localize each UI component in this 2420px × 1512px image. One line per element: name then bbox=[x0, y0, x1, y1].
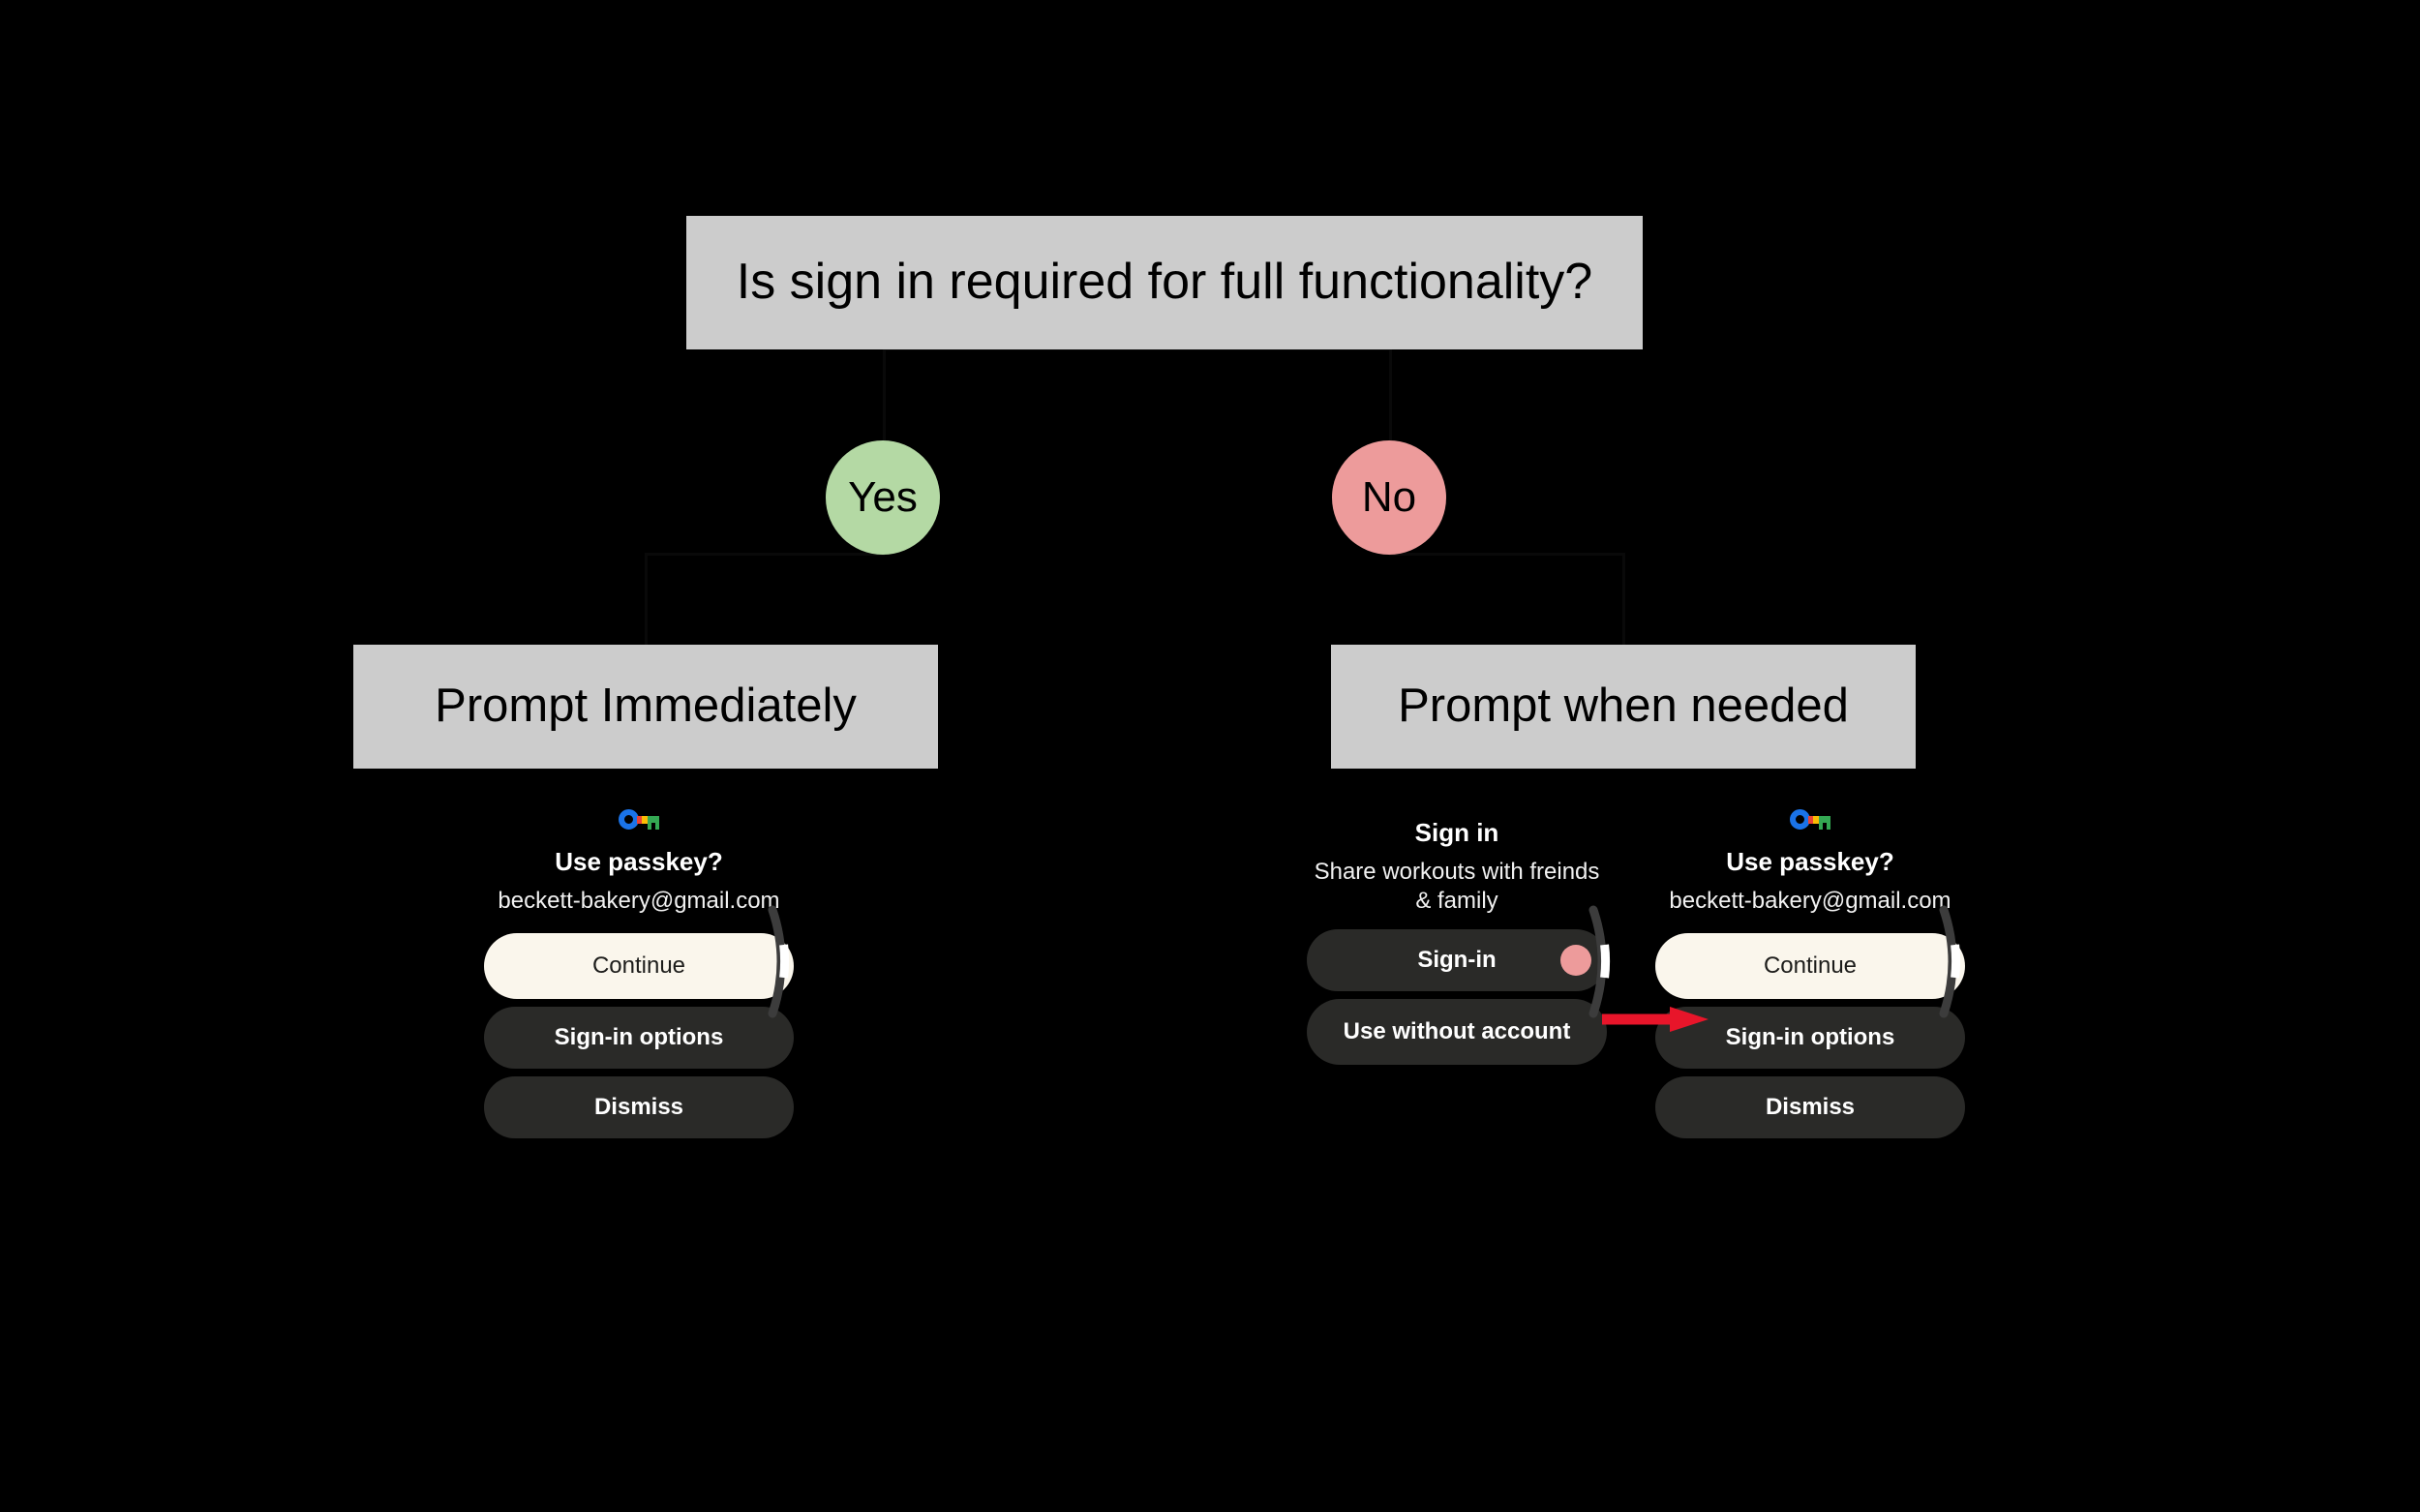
left-sign-in-options-button[interactable]: Sign-in options bbox=[484, 1006, 794, 1069]
middle-use-without-account-button[interactable]: Use without account bbox=[1307, 998, 1607, 1065]
left-sign-in-options-button-label: Sign-in options bbox=[554, 1023, 724, 1050]
right-dismiss-button-label: Dismiss bbox=[1765, 1093, 1856, 1120]
right-sign-in-options-button[interactable]: Sign-in options bbox=[1655, 1006, 1965, 1069]
middle-sign-in-button-label: Sign-in bbox=[1417, 946, 1497, 973]
passkey-shaft-shape bbox=[1808, 816, 1821, 824]
middle-use-without-account-button-label: Use without account bbox=[1343, 1017, 1571, 1044]
passkey-notch-shape bbox=[1823, 823, 1827, 831]
connector-question-to-no bbox=[1389, 349, 1392, 440]
passkey-ring-shape bbox=[619, 809, 639, 830]
right-continue-button-label: Continue bbox=[1763, 952, 1858, 979]
connector-no-join bbox=[1389, 553, 1625, 556]
google-passkey-icon bbox=[1790, 809, 1830, 831]
passkey-tip-shape bbox=[637, 816, 642, 824]
right-dialog-account-email: beckett-bakery@gmail.com bbox=[1669, 887, 1951, 914]
passkey-notch-shape bbox=[651, 823, 655, 831]
middle-dialog-description: Share workouts with freinds & family bbox=[1314, 858, 1600, 914]
connector-question-to-yes bbox=[883, 349, 886, 440]
red-annotation-arrow-icon bbox=[1602, 1007, 1709, 1032]
decision-no-label: No bbox=[1361, 473, 1417, 521]
google-passkey-icon bbox=[619, 809, 659, 831]
scrollbar-middle-mockup[interactable] bbox=[1586, 905, 1615, 1018]
outcome-box-prompt-when-needed: Prompt when needed bbox=[1331, 645, 1916, 769]
left-dismiss-button[interactable]: Dismiss bbox=[484, 1075, 794, 1138]
right-continue-button[interactable]: Continue bbox=[1655, 932, 1965, 999]
left-dialog-account-email: beckett-bakery@gmail.com bbox=[498, 887, 780, 914]
decision-no[interactable]: No bbox=[1332, 440, 1446, 555]
scrollbar-left-mockup[interactable] bbox=[765, 905, 794, 1018]
passkey-shaft-shape bbox=[637, 816, 650, 824]
question-box: Is sign in required for full functionali… bbox=[686, 216, 1643, 349]
left-continue-button[interactable]: Continue bbox=[484, 932, 794, 999]
right-dismiss-button[interactable]: Dismiss bbox=[1655, 1075, 1965, 1138]
mockup-right-passkey-dialog: Use passkey? beckett-bakery@gmail.com Co… bbox=[1655, 809, 1965, 1146]
connector-yes-to-immediate bbox=[645, 555, 648, 645]
middle-dialog-title: Sign in bbox=[1414, 818, 1499, 847]
connector-yes-join bbox=[645, 553, 885, 556]
connector-no-to-when-needed bbox=[1622, 555, 1625, 645]
question-box-label: Is sign in required for full functionali… bbox=[736, 254, 1593, 311]
mockup-middle-signin-dialog: Sign in Share workouts with freinds & fa… bbox=[1307, 809, 1607, 1073]
outcome-box-prompt-immediately: Prompt Immediately bbox=[353, 645, 938, 769]
right-dialog-title: Use passkey? bbox=[1726, 847, 1894, 876]
passkey-tip-shape bbox=[1808, 816, 1813, 824]
mockup-left-passkey-dialog: Use passkey? beckett-bakery@gmail.com Co… bbox=[484, 809, 794, 1146]
right-sign-in-options-button-label: Sign-in options bbox=[1725, 1023, 1895, 1050]
scrollbar-right-mockup[interactable] bbox=[1936, 905, 1965, 1018]
left-dismiss-button-label: Dismiss bbox=[593, 1093, 684, 1120]
middle-sign-in-button[interactable]: Sign-in bbox=[1307, 928, 1607, 991]
left-continue-button-label: Continue bbox=[591, 952, 686, 979]
passkey-ring-shape bbox=[1790, 809, 1810, 830]
outcome-box-prompt-immediately-label: Prompt Immediately bbox=[435, 680, 857, 733]
middle-sign-in-badge-dot bbox=[1560, 944, 1591, 976]
decision-yes[interactable]: Yes bbox=[826, 440, 940, 555]
outcome-box-prompt-when-needed-label: Prompt when needed bbox=[1398, 680, 1849, 733]
decision-yes-label: Yes bbox=[848, 473, 918, 521]
left-dialog-title: Use passkey? bbox=[555, 847, 723, 876]
